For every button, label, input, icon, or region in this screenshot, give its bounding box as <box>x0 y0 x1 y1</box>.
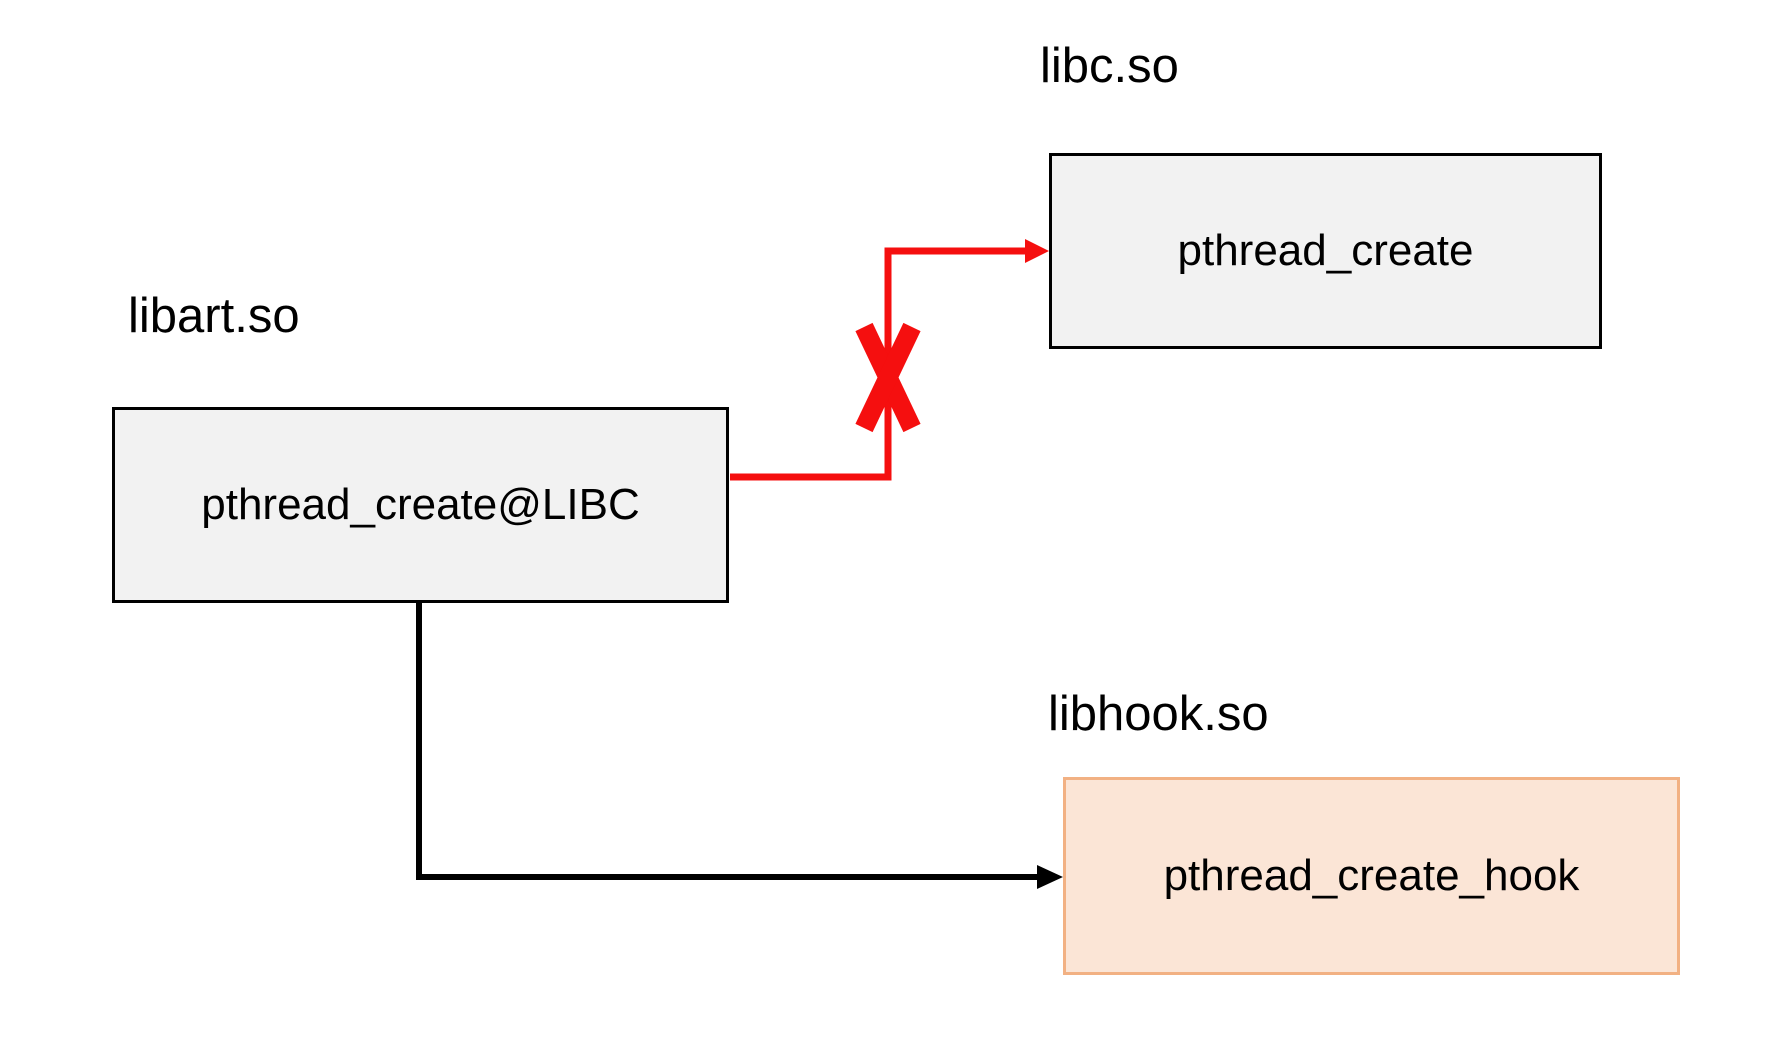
library-label-libart: libart.so <box>128 289 300 343</box>
node-pthread-create-hook: pthread_create_hook <box>1063 777 1680 975</box>
blocked-cross-icon <box>855 322 921 433</box>
library-label-libc: libc.so <box>1040 39 1179 93</box>
node-pthread-create: pthread_create <box>1049 153 1602 349</box>
hook-redirect-arrow <box>416 601 1040 880</box>
function-name-pthread-create-at-libc: pthread_create@LIBC <box>201 480 640 529</box>
blocked-call-arrowhead <box>1025 239 1049 263</box>
hook-redirect-arrowhead <box>1037 865 1063 889</box>
cross-stroke-2 <box>855 322 921 433</box>
function-name-pthread-create: pthread_create <box>1177 226 1474 275</box>
node-pthread-create-at-libc: pthread_create@LIBC <box>112 407 729 603</box>
library-label-libhook: libhook.so <box>1048 687 1269 741</box>
function-name-pthread-create-hook: pthread_create_hook <box>1163 851 1580 900</box>
